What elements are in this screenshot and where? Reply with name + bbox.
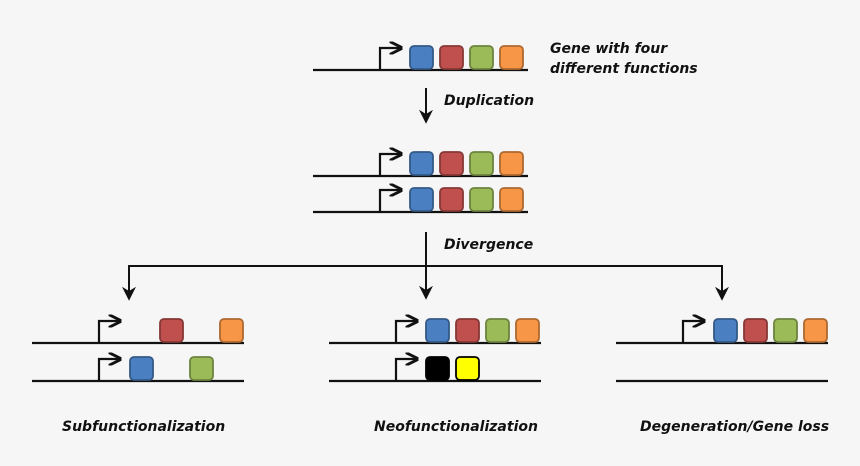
domain-box-blue [409, 151, 434, 176]
domain-box-orange [499, 187, 524, 212]
domain-box-green [189, 356, 214, 381]
divergence-label: Divergence [444, 237, 534, 253]
original-gene [313, 45, 528, 72]
subfunc-gene-copy-2 [32, 356, 244, 383]
genes-layer [32, 45, 828, 383]
domain-box-red [439, 151, 464, 176]
domain-box-red [439, 187, 464, 212]
promoter-arrow-icon [394, 359, 416, 381]
gene-label-line-2: different functions [550, 61, 698, 77]
duplicated-gene-copy-2 [313, 187, 528, 214]
domain-box-green [469, 151, 494, 176]
neofunc-gene-copy-1 [329, 318, 541, 345]
domain-box-blue [425, 318, 450, 343]
duplication-label: Duplication [444, 93, 535, 109]
domain-box-red [439, 45, 464, 70]
gene-label-line-1: Gene with four [550, 41, 668, 57]
domain-box-blue [713, 318, 738, 343]
domain-box-orange [515, 318, 540, 343]
promoter-arrow-icon [378, 48, 400, 70]
domain-box-blue [409, 187, 434, 212]
domain-box-orange [219, 318, 244, 343]
subfunc-gene-copy-1 [32, 318, 244, 345]
domain-box-red [159, 318, 184, 343]
domain-box-orange [803, 318, 828, 343]
domain-box-orange [499, 151, 524, 176]
domain-box-red [455, 318, 480, 343]
promoter-arrow-icon [97, 359, 119, 381]
promoter-arrow-icon [378, 190, 400, 212]
domain-box-green [773, 318, 798, 343]
domain-box-yellow [455, 356, 480, 381]
promoter-arrow-icon [97, 321, 119, 343]
subfunctionalization-label: Subfunctionalization [62, 419, 226, 435]
neofunc-gene-copy-2 [329, 356, 541, 383]
degeneration-label: Degeneration/Gene loss [640, 419, 830, 435]
domain-box-green [469, 45, 494, 70]
promoter-arrow-icon [681, 321, 703, 343]
domain-box-orange [499, 45, 524, 70]
domain-box-blue [129, 356, 154, 381]
degen-gene-copy-1 [616, 318, 828, 345]
domain-box-green [485, 318, 510, 343]
duplicated-gene-copy-1 [313, 151, 528, 178]
domain-box-green [469, 187, 494, 212]
neofunctionalization-label: Neofunctionalization [374, 419, 538, 435]
promoter-arrow-icon [394, 321, 416, 343]
domain-box-blue [409, 45, 434, 70]
promoter-arrow-icon [378, 154, 400, 176]
domain-box-red [743, 318, 768, 343]
domain-box-black [425, 356, 450, 381]
